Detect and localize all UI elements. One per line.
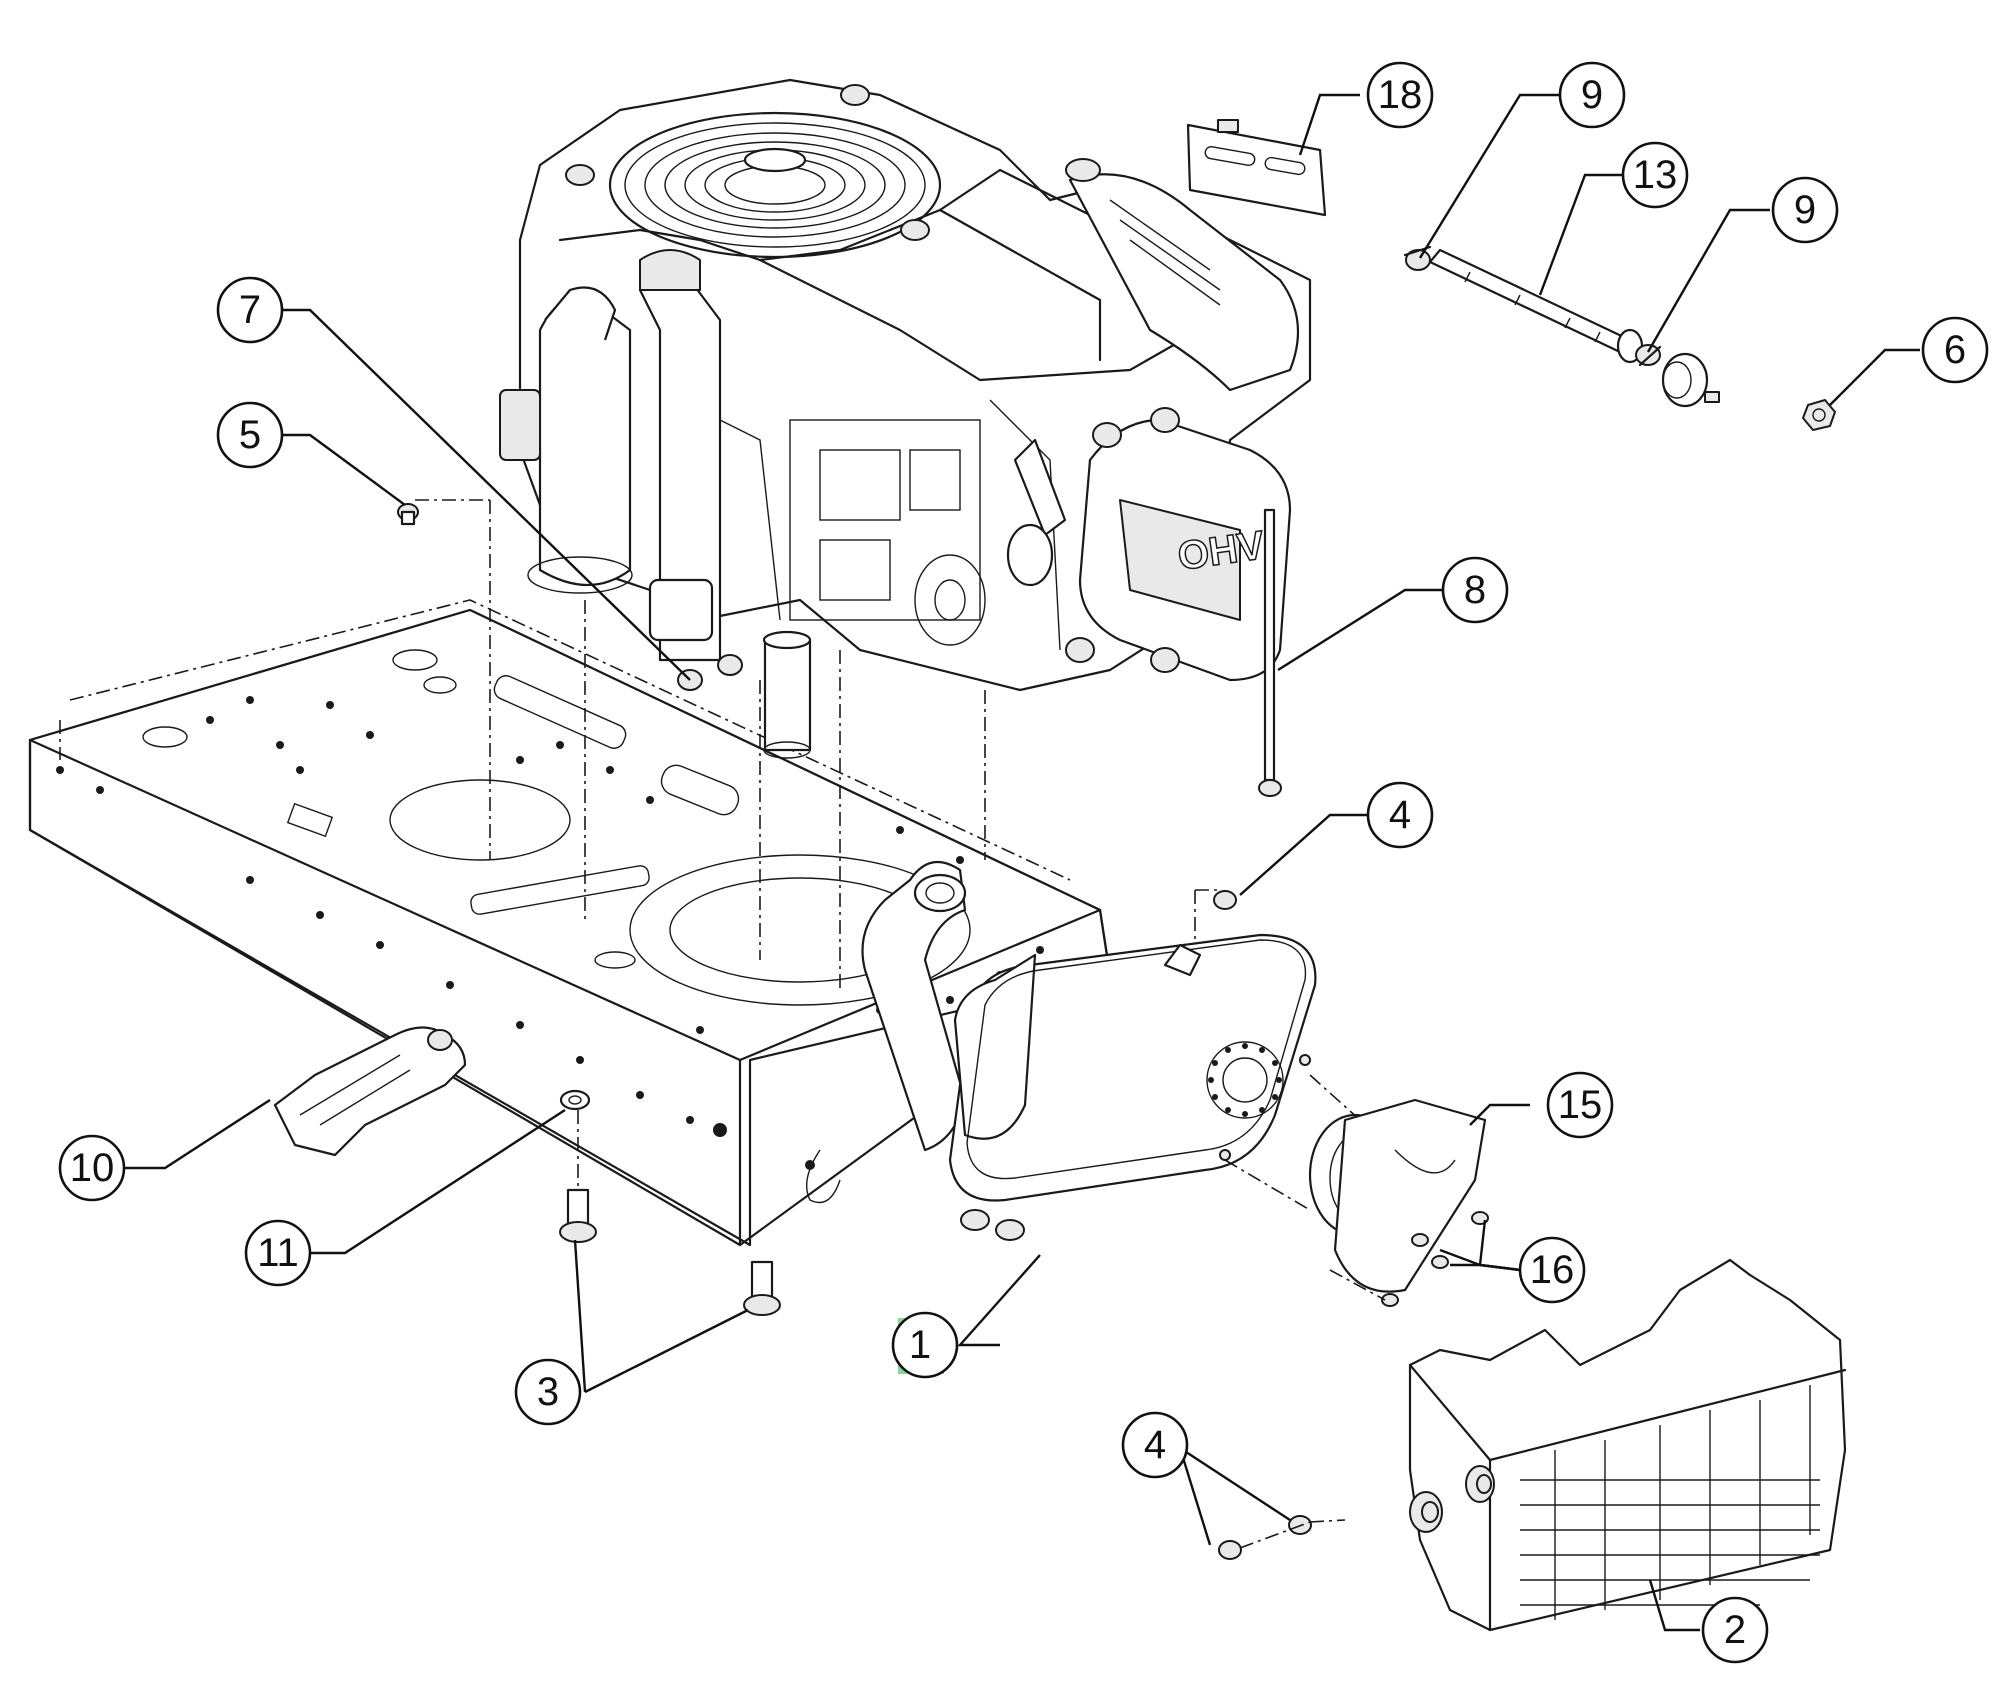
part-4-screws-lower (1218, 1515, 1346, 1560)
callout-4-upper: 4 (1366, 781, 1434, 849)
part-9-clip-right (1635, 344, 1662, 367)
callout-13: 13 (1621, 141, 1689, 209)
svg-text:8: 8 (1464, 568, 1486, 612)
part-10-guide (273, 1026, 467, 1157)
callout-18: 18 (1366, 61, 1434, 129)
part-9-clip-left (1403, 245, 1432, 271)
svg-text:9: 9 (1794, 188, 1816, 232)
dipstick-tube (638, 249, 722, 662)
frame-plate (28, 599, 1112, 1247)
part-13-bumper (1661, 352, 1720, 408)
part-1-muffler (861, 860, 1317, 1241)
callout-3: 3 (514, 1358, 582, 1426)
callout-10: 10 (58, 1134, 126, 1202)
flywheel-fan (608, 111, 942, 259)
muffler-alignment-lines (1224, 1074, 1361, 1211)
callout-9-right: 9 (1771, 176, 1839, 244)
callout-16: 16 (1518, 1236, 1586, 1304)
callout-6: 6 (1921, 316, 1989, 384)
spark-plug (1006, 438, 1067, 587)
engine-bolts (565, 84, 930, 691)
svg-text:18: 18 (1378, 73, 1423, 117)
callout-15: 15 (1546, 1071, 1614, 1139)
svg-text:5: 5 (239, 413, 261, 457)
callout-7: 7 (216, 276, 284, 344)
callout-4-lower: 4 (1121, 1411, 1189, 1479)
svg-text:15: 15 (1558, 1083, 1603, 1127)
svg-text:9: 9 (1581, 73, 1603, 117)
part-4-screw-upper (1194, 889, 1237, 960)
part-3-bolt-right (743, 1260, 781, 1316)
svg-text:4: 4 (1144, 1423, 1166, 1467)
part-11-washer (559, 1089, 591, 1190)
part-13-shaft (1428, 248, 1644, 364)
part-18-bracket (1186, 119, 1327, 217)
leader-lines (125, 93, 1920, 1632)
svg-text:6: 6 (1944, 328, 1966, 372)
callout-9-left: 9 (1558, 61, 1626, 129)
part-5-screw (397, 503, 419, 526)
svg-text:16: 16 (1530, 1248, 1575, 1292)
part-3-bolt-left (559, 1188, 597, 1243)
callout-1: 1 (891, 1311, 959, 1379)
svg-text:1: 1 (909, 1323, 931, 1367)
callouts: 18 9 13 9 6 7 5 8 4 15 16 1 3 4 2 10 11 (58, 61, 1989, 1664)
part-8-cable-tie (1258, 508, 1282, 797)
part-16-screws (1329, 1211, 1489, 1307)
svg-text:2: 2 (1724, 1608, 1746, 1652)
callout-11: 11 (244, 1219, 312, 1287)
callout-5: 5 (216, 401, 284, 469)
svg-text:11: 11 (257, 1231, 299, 1275)
svg-text:7: 7 (239, 288, 261, 332)
part-2-heat-shield (1408, 1258, 1847, 1632)
svg-text:3: 3 (537, 1370, 559, 1414)
svg-text:10: 10 (70, 1146, 115, 1190)
crankshaft (762, 630, 812, 759)
svg-text:13: 13 (1633, 153, 1678, 197)
valve-cover: OHV (1065, 407, 1292, 682)
svg-text:4: 4 (1389, 793, 1411, 837)
part-6-nut (1802, 399, 1836, 431)
part-15-deflector (1308, 1098, 1487, 1293)
starter-motor (499, 286, 633, 594)
engine-alignment-lines (415, 499, 986, 990)
callout-8: 8 (1441, 556, 1509, 624)
crankcase-detail (719, 399, 1061, 651)
engine-assembly: OHV (499, 78, 1312, 759)
callout-2: 2 (1701, 1596, 1769, 1664)
